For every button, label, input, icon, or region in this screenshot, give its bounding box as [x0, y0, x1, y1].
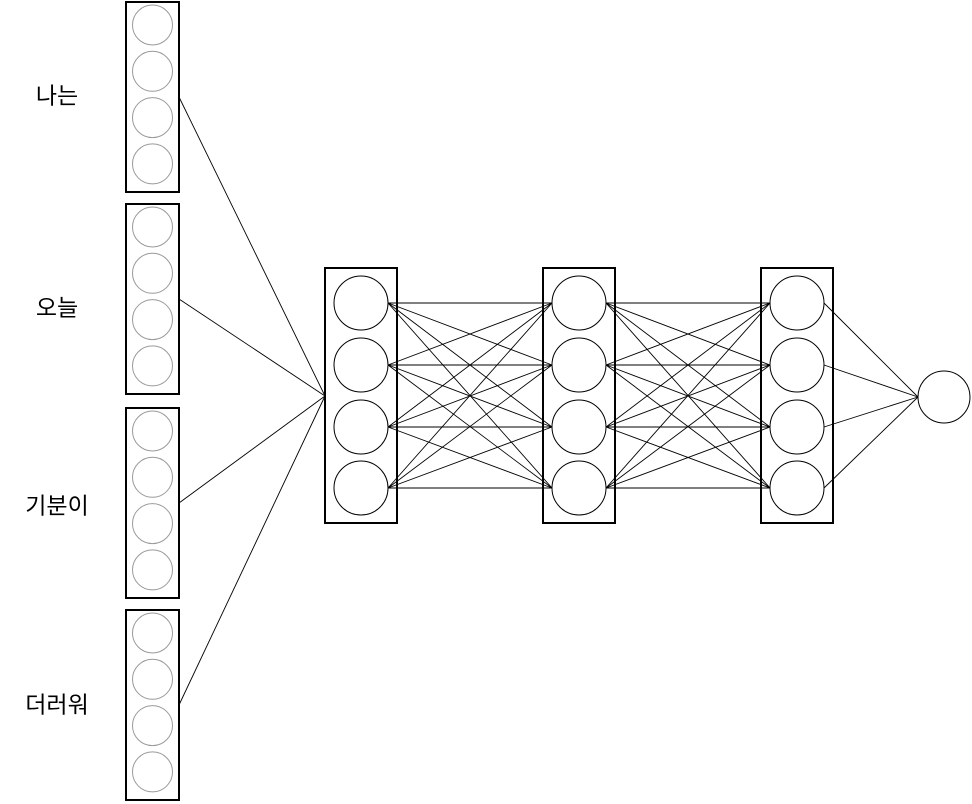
layer-2-node-3: [551, 399, 607, 455]
layer-2-node-2: [551, 337, 607, 393]
layer-1-node-2: [333, 337, 389, 393]
embedding-vector-3: [125, 407, 180, 599]
hidden-layers: [324, 267, 834, 524]
edge-to-output-2: [823, 364, 919, 398]
embedding-cell-1-4: [132, 143, 173, 185]
edge-embedding-3: [178, 395, 326, 504]
embedding-cell-4-3: [132, 705, 173, 747]
embedding-cell-4-4: [132, 751, 173, 793]
edge-l1n4-l2n2: [387, 364, 553, 489]
edge-embedding-1: [178, 96, 326, 397]
connections: [178, 96, 919, 706]
embedding-vector-1: [125, 1, 180, 193]
embedding-cell-1-2: [132, 50, 173, 92]
edge-to-output-3: [823, 396, 919, 428]
word-embeddings: [125, 1, 180, 801]
layer-3-node-1: [769, 275, 825, 331]
edge-l2n4-l3n2: [605, 364, 771, 489]
embedding-cell-2-4: [132, 345, 173, 387]
embedding-cell-3-4: [132, 549, 173, 591]
word-label-1: 나는: [36, 84, 78, 110]
edge-l1n4-l2n1: [387, 302, 553, 489]
word-label-2: 오늘: [36, 296, 78, 322]
embedding-cell-2-3: [132, 299, 173, 341]
hidden-layer-1: [324, 267, 398, 524]
layer-3-node-4: [769, 460, 825, 516]
layer-2-node-1: [551, 275, 607, 331]
edge-l2n4-l3n3: [605, 426, 771, 489]
embedding-cell-3-1: [132, 410, 173, 452]
word-label-3: 기분이: [25, 494, 88, 520]
embedding-vector-2: [125, 203, 180, 395]
embedding-cell-2-2: [132, 252, 173, 294]
edge-embedding-2: [178, 298, 326, 397]
layer-1-node-3: [333, 399, 389, 455]
embedding-cell-1-3: [132, 97, 173, 139]
edge-to-output-1: [823, 302, 919, 398]
embedding-cell-3-2: [132, 456, 173, 498]
edge-embedding-4: [178, 395, 326, 706]
layer-3-node-2: [769, 337, 825, 393]
hidden-layer-2: [542, 267, 616, 524]
layer-2-node-4: [551, 460, 607, 516]
edge-l1n3-l2n1: [387, 302, 553, 428]
edge-l2n4-l3n1: [605, 302, 771, 489]
embedding-cell-2-1: [132, 206, 173, 248]
word-label-4: 더러워: [25, 693, 88, 719]
edge-l1n2-l2n1: [387, 302, 553, 366]
embedding-cell-4-2: [132, 658, 173, 700]
layer-1-node-1: [333, 275, 389, 331]
edge-to-output-4: [823, 396, 919, 489]
embedding-cell-1-1: [132, 4, 173, 46]
layer-1-node-4: [333, 460, 389, 516]
embedding-cell-3-3: [132, 503, 173, 545]
embedding-cell-4-1: [132, 612, 173, 654]
output-node: [917, 370, 971, 424]
output-layer: [917, 370, 971, 424]
hidden-layer-3: [760, 267, 834, 524]
layer-3-node-3: [769, 399, 825, 455]
embedding-vector-4: [125, 609, 180, 801]
edge-l2n3-l3n1: [605, 302, 771, 428]
edge-l1n4-l2n3: [387, 426, 553, 489]
edge-l2n2-l3n1: [605, 302, 771, 366]
